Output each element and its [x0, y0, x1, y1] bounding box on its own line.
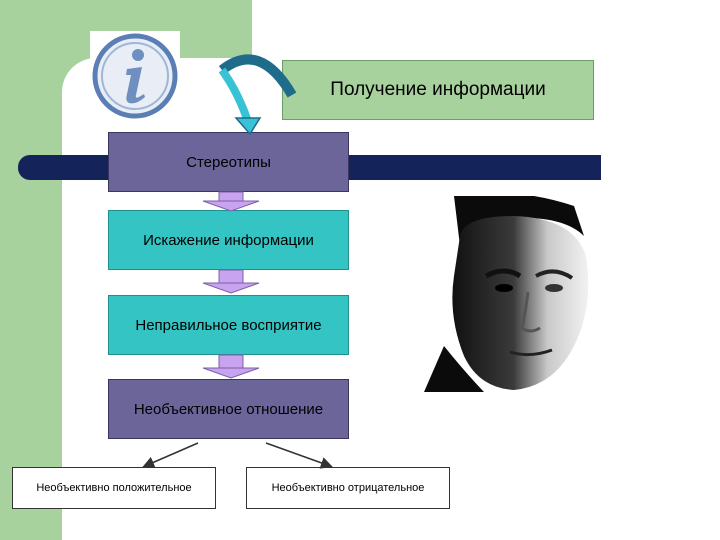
flow-box-stereotypes: Стереотипы — [108, 132, 349, 192]
flow-box-label: Неправильное восприятие — [135, 316, 322, 334]
branch-box-negative: Необъективно отрицательное — [246, 467, 450, 509]
info-icon — [90, 31, 180, 121]
face-portrait — [424, 192, 606, 392]
title-box: Получение информации — [282, 60, 594, 120]
branch-label-positive: Необъективно положительное — [36, 482, 192, 494]
title-text: Получение информации — [330, 79, 546, 100]
flow-box-label: Искажение информации — [143, 231, 314, 249]
branch-box-positive: Необъективно положительное — [12, 467, 216, 509]
branch-label-negative: Необъективно отрицательное — [271, 482, 425, 494]
flow-box-biased-attitude: Необъективное отношение — [108, 379, 349, 439]
flow-box-distortion: Искажение информации — [108, 210, 349, 270]
flow-box-label: Стереотипы — [186, 153, 271, 171]
flow-box-label: Необъективное отношение — [133, 400, 324, 418]
flow-box-misperception: Неправильное восприятие — [108, 295, 349, 355]
